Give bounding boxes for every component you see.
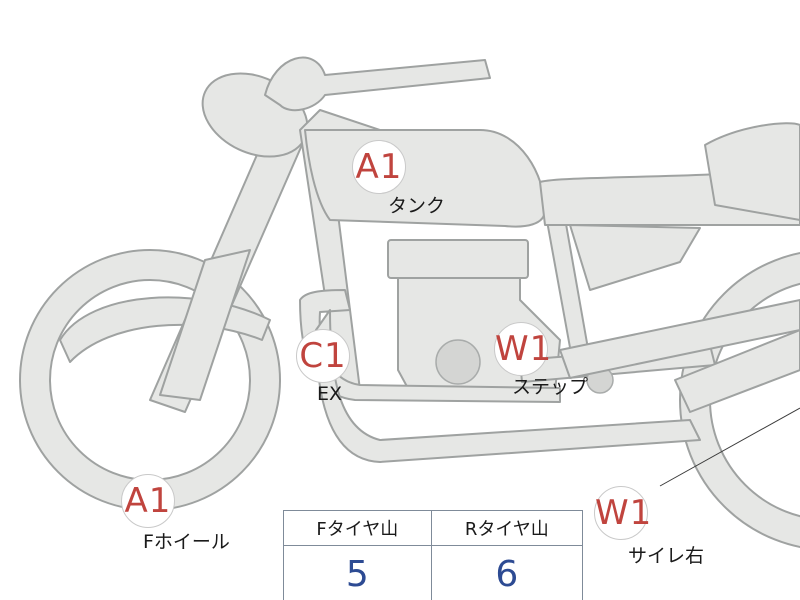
tank-label: タンク — [388, 195, 446, 217]
rear-tire-tread-header: Rタイヤ山 — [430, 510, 584, 546]
silencer-code-badge: W1 — [594, 486, 651, 540]
exhaust-label: EX — [317, 383, 343, 405]
step-code-badge: W1 — [494, 322, 551, 376]
tire-tread-table: Fタイヤ山 Rタイヤ山 5 6 — [283, 510, 584, 600]
silencer-leader-line — [659, 407, 800, 487]
swingarm — [559, 299, 800, 379]
silencer-label: サイレ右 — [628, 545, 705, 567]
step-label: ステップ — [512, 376, 589, 398]
side-cover — [569, 224, 701, 291]
fork-tube — [159, 249, 251, 401]
front-wheel-code-badge: A1 — [121, 474, 175, 528]
tank-code-badge: A1 — [352, 140, 406, 194]
silencer — [674, 329, 800, 413]
front-tire-tread-header: Fタイヤ山 — [283, 510, 432, 546]
front-wheel-label: Fホイール — [143, 531, 230, 553]
front-tire-tread-value: 5 — [283, 545, 432, 600]
rear-tire-tread-value: 6 — [430, 545, 584, 600]
tire-tread-header-row: Fタイヤ山 Rタイヤ山 — [283, 510, 584, 546]
rear-cowl — [704, 122, 800, 221]
exhaust-code-badge: C1 — [296, 329, 350, 383]
engine-cover — [435, 339, 481, 385]
cylinder-head — [387, 239, 529, 279]
tire-tread-value-row: 5 6 — [283, 545, 584, 600]
handlebar — [264, 56, 491, 112]
